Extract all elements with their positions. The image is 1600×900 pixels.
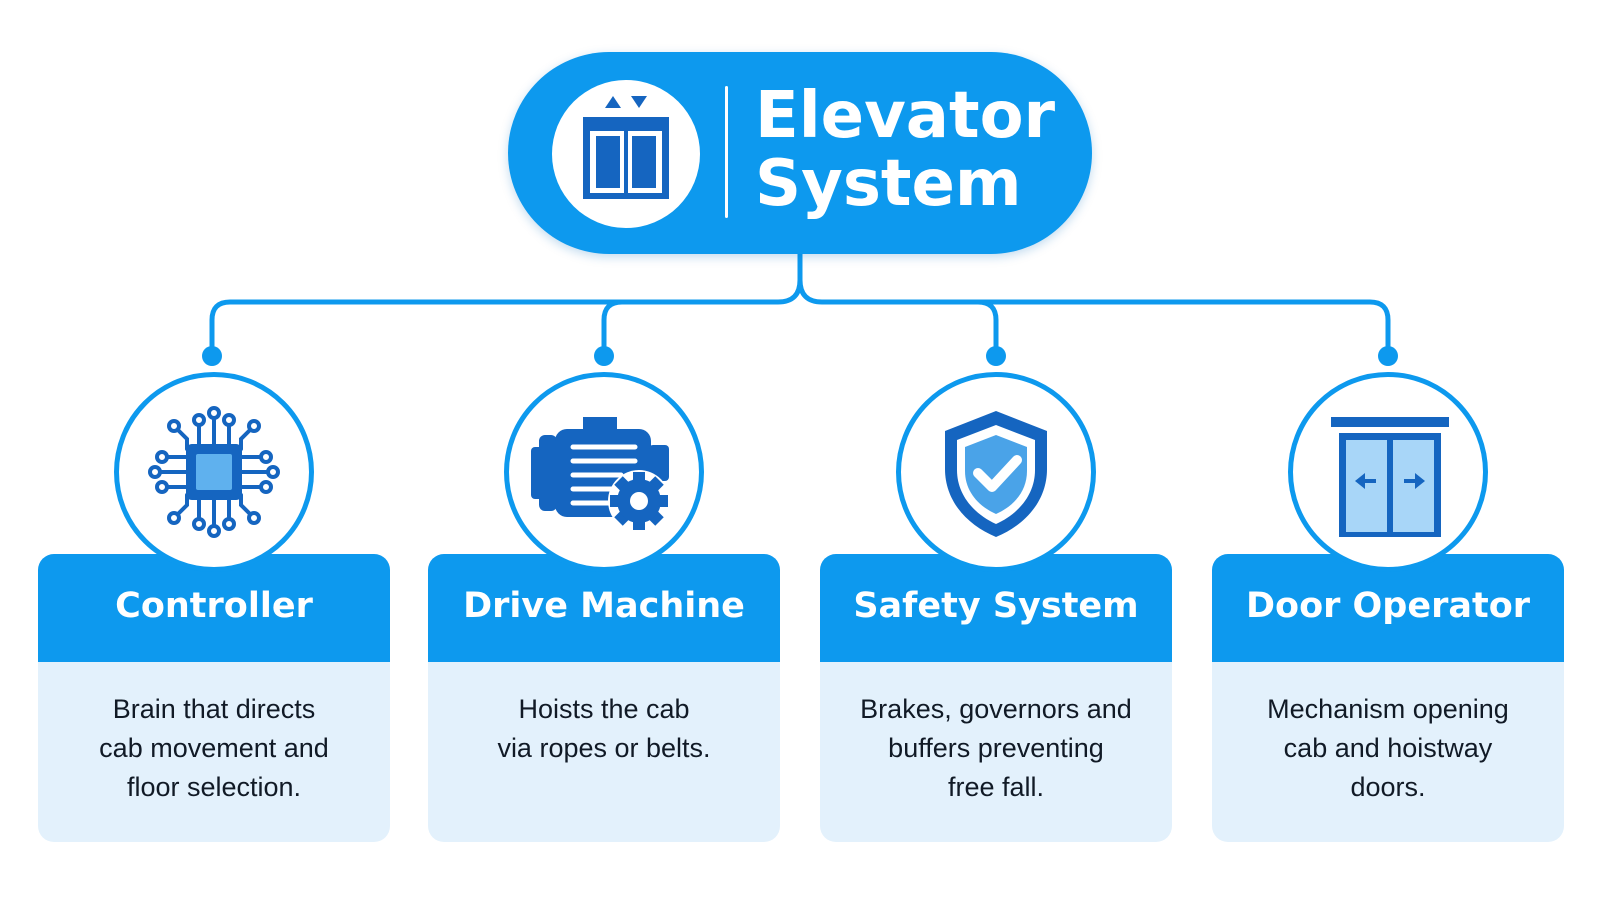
component-card-header: Drive Machine	[428, 554, 780, 662]
component-card-header: Safety System	[820, 554, 1172, 662]
component-card-header: Door Operator	[1212, 554, 1564, 662]
component-title: Drive Machine	[463, 586, 745, 626]
component-icon-circle	[504, 372, 704, 572]
component-icon-circle	[114, 372, 314, 572]
connector-trunk	[209, 251, 803, 357]
root-node-elevator-system: Elevator System	[508, 52, 1092, 254]
sliding-doors-icon	[1331, 417, 1449, 537]
component-description: Hoists the cab via ropes or belts.	[497, 694, 711, 763]
root-icon-disc	[552, 80, 700, 228]
component-title: Controller	[115, 586, 313, 626]
component-icon-circle	[896, 372, 1096, 572]
connector-safety	[975, 299, 999, 357]
shield-check-icon	[945, 411, 1047, 537]
component-card-body: Brakes, governors and buffers preventing…	[820, 662, 1172, 842]
component-card-body: Hoists the cab via ropes or belts.	[428, 662, 780, 842]
connector-dot-controller	[202, 346, 222, 366]
component-description: Brakes, governors and buffers preventing…	[860, 694, 1132, 802]
elevator-icon	[583, 96, 669, 199]
connector-dot-door	[1378, 346, 1398, 366]
component-icon-circle	[1288, 372, 1488, 572]
circuit-chip-icon	[148, 406, 280, 538]
component-card-body: Brain that directs cab movement and floo…	[38, 662, 390, 842]
root-title: Elevator System	[755, 79, 1056, 221]
component-card-body: Mechanism opening cab and hoistway doors…	[1212, 662, 1564, 842]
connector-dot-safety	[986, 346, 1006, 366]
component-description: Brain that directs cab movement and floo…	[99, 694, 329, 802]
component-title: Safety System	[853, 586, 1139, 626]
motor-gear-icon	[531, 417, 670, 532]
root-divider	[725, 86, 728, 218]
component-description: Mechanism opening cab and hoistway doors…	[1267, 694, 1509, 802]
connector-dot-drive	[594, 346, 614, 366]
component-card-header: Controller	[38, 554, 390, 662]
component-title: Door Operator	[1245, 586, 1531, 626]
connector-trunk-right	[797, 277, 1391, 357]
connector-drive	[601, 299, 625, 357]
